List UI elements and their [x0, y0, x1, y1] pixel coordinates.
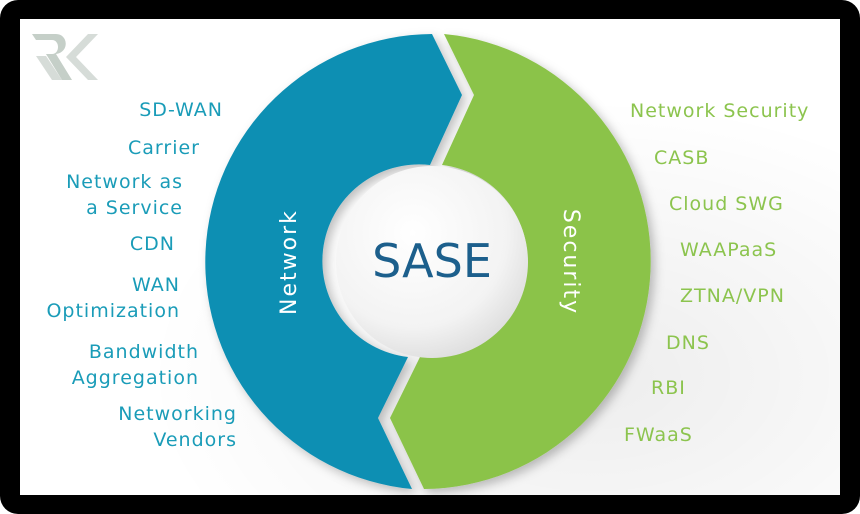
left-item-label: Network as	[66, 171, 183, 193]
right-item-casb: CASB	[654, 147, 710, 169]
rk-logo	[32, 34, 98, 80]
left-item-label: a Service	[86, 197, 183, 219]
right-item-cloud-swg: Cloud SWG	[669, 193, 784, 215]
sase-ring-diagram: SASE Network Security	[205, 34, 651, 489]
center-title: SASE	[372, 234, 492, 288]
left-item-sd-wan: SD-WAN	[139, 97, 223, 123]
network-label: Network	[277, 209, 302, 315]
right-item-ztna-vpn: ZTNA/VPN	[680, 285, 785, 307]
right-item-fwaas: FWaaS	[624, 424, 693, 446]
left-item-label: WAN	[132, 274, 180, 296]
left-item-naas: Network as a Service	[66, 169, 183, 221]
left-item-wan-optimization: WAN Optimization	[46, 272, 180, 324]
logo-k-shape	[66, 34, 98, 80]
left-item-cdn: CDN	[130, 231, 175, 257]
security-label-text: Security	[558, 209, 583, 315]
logo-r-shape	[32, 34, 72, 80]
logo-slash-shape	[36, 56, 62, 80]
network-segment	[205, 34, 463, 489]
left-item-label: Aggregation	[71, 367, 199, 389]
left-item-label: Carrier	[128, 137, 200, 159]
diagram-panel: SASE Network Security SD-WAN Carrier Net…	[20, 19, 840, 495]
security-label: Security	[558, 209, 583, 315]
network-label-text: Network	[277, 209, 302, 315]
left-item-label: Vendors	[153, 429, 237, 451]
right-item-waapaas: WAAPaaS	[680, 239, 778, 261]
right-item-network-security: Network Security	[630, 100, 810, 122]
left-item-carrier: Carrier	[128, 135, 200, 161]
security-segment	[390, 34, 651, 489]
right-item-rbi: RBI	[651, 377, 686, 399]
left-item-label: Bandwidth	[88, 341, 199, 363]
left-item-label: Networking	[118, 403, 237, 425]
left-item-label: SD-WAN	[139, 99, 223, 121]
left-item-label: Optimization	[46, 300, 180, 322]
center-circle	[336, 166, 528, 358]
left-item-label: CDN	[129, 233, 175, 255]
right-item-dns: DNS	[666, 332, 710, 354]
